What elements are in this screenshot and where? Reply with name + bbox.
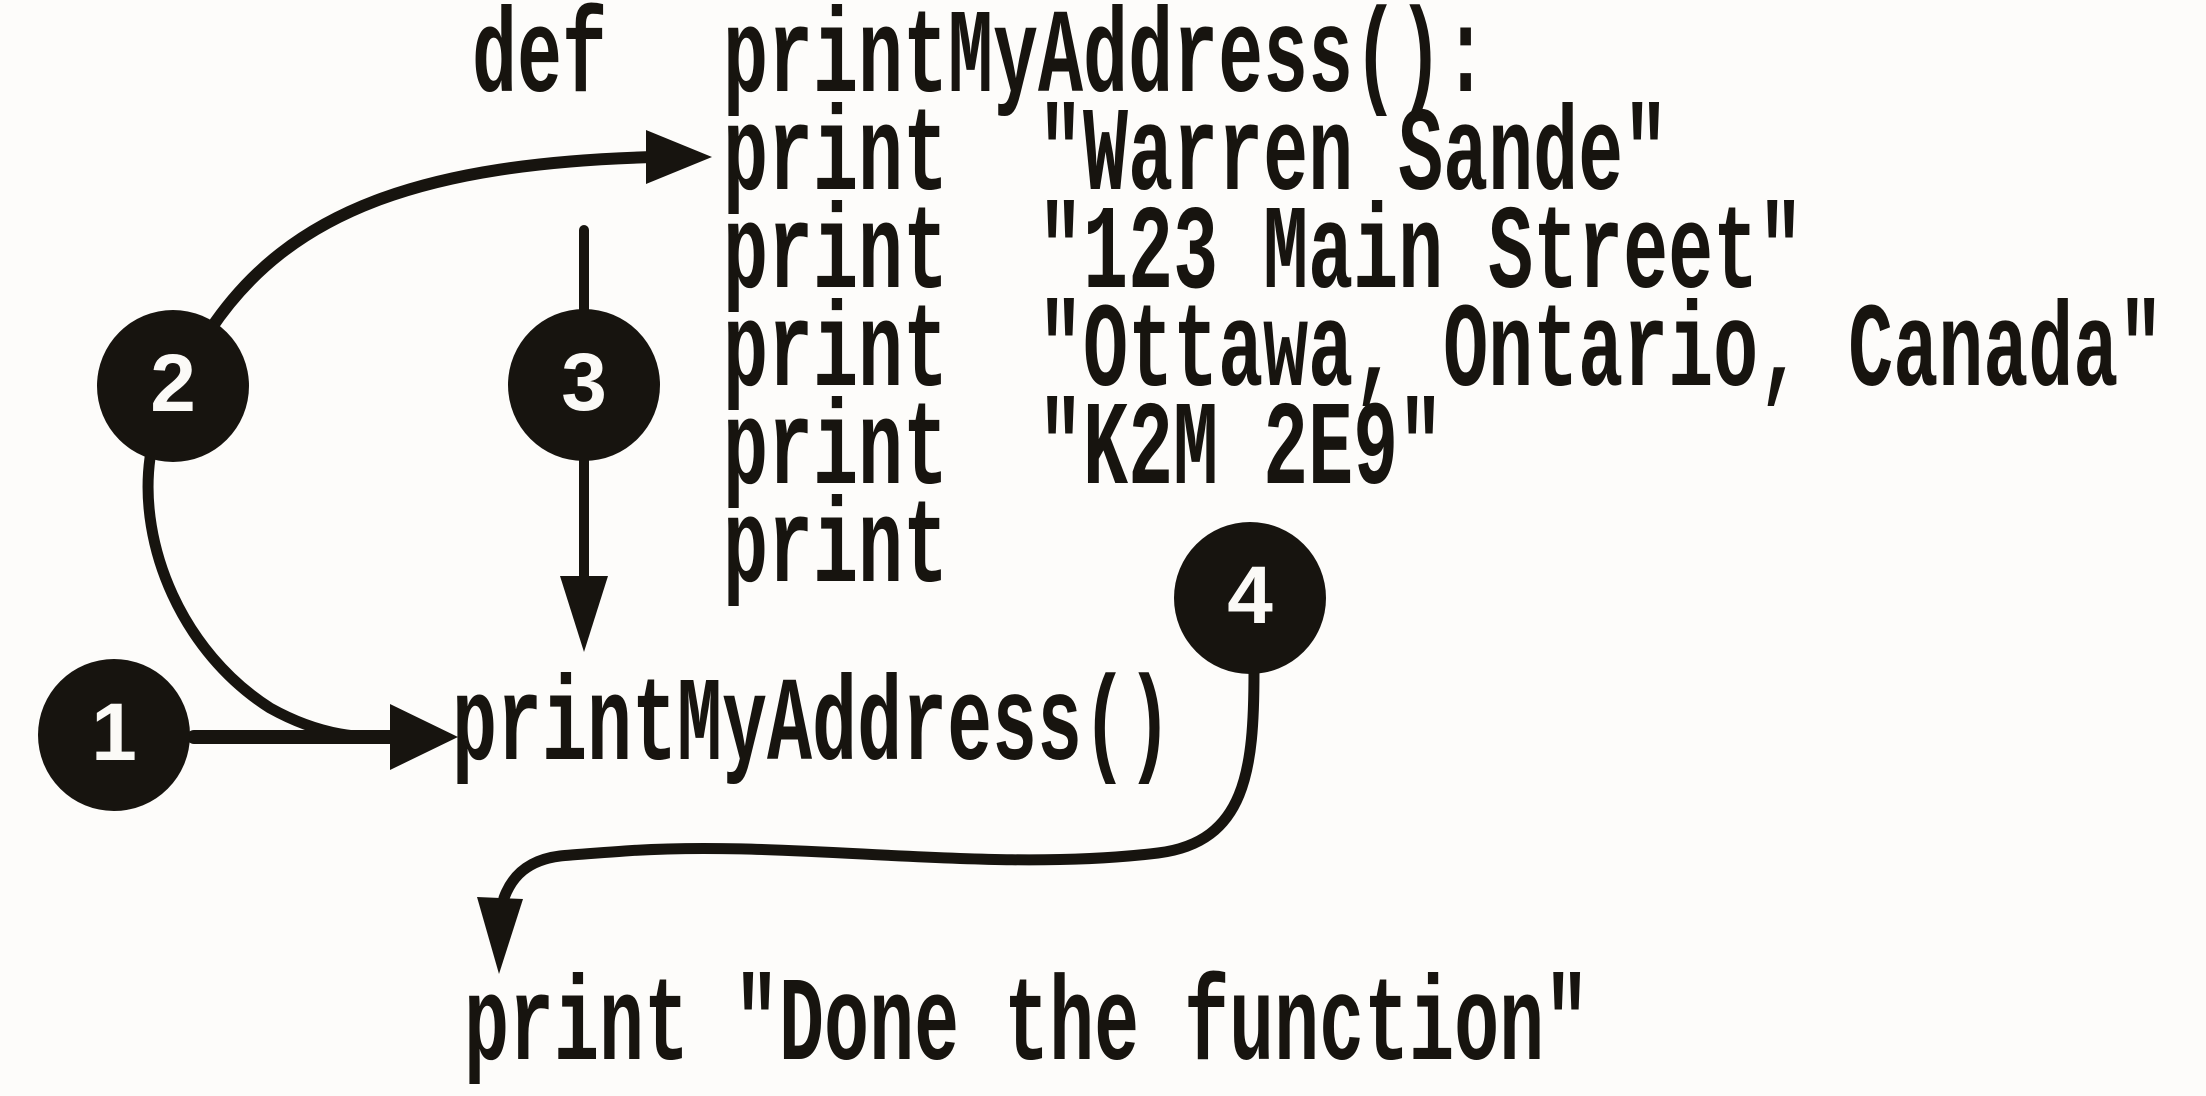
code-body-line-1: print "Warren Sande" bbox=[723, 90, 1669, 226]
code-body-line-5: print bbox=[723, 482, 949, 618]
code-body-line-3: print "Ottawa, Ontario, Canada" bbox=[723, 286, 2164, 422]
code-call-statement: printMyAddress() bbox=[452, 660, 1173, 796]
code-def-signature: printMyAddress(): bbox=[723, 0, 1489, 128]
arrowhead-step2-icon bbox=[646, 130, 712, 184]
step-badge-3-number: 3 bbox=[561, 337, 607, 428]
arrow-step2-jump-into-function bbox=[204, 151, 662, 336]
step-badge-2: 2 bbox=[97, 310, 249, 462]
step-badge-1-number: 1 bbox=[91, 687, 137, 778]
step-badge-4-number: 4 bbox=[1227, 550, 1273, 641]
code-def-keyword: def bbox=[472, 0, 608, 128]
code-body-line-4: print "K2M 2E9" bbox=[723, 384, 1444, 520]
step-badge-1: 1 bbox=[38, 659, 190, 811]
step-badge-2-number: 2 bbox=[150, 338, 196, 429]
code-after-statement: print "Done the function" bbox=[464, 960, 1590, 1096]
code-body-line-2: print "123 Main Street" bbox=[723, 188, 1804, 324]
arrowhead-step1-icon bbox=[390, 704, 458, 770]
step-badge-4: 4 bbox=[1174, 522, 1326, 674]
arrow-step2-curve-from-call bbox=[142, 452, 410, 744]
arrowhead-step3-icon bbox=[560, 576, 608, 652]
step-badge-3: 3 bbox=[508, 309, 660, 461]
